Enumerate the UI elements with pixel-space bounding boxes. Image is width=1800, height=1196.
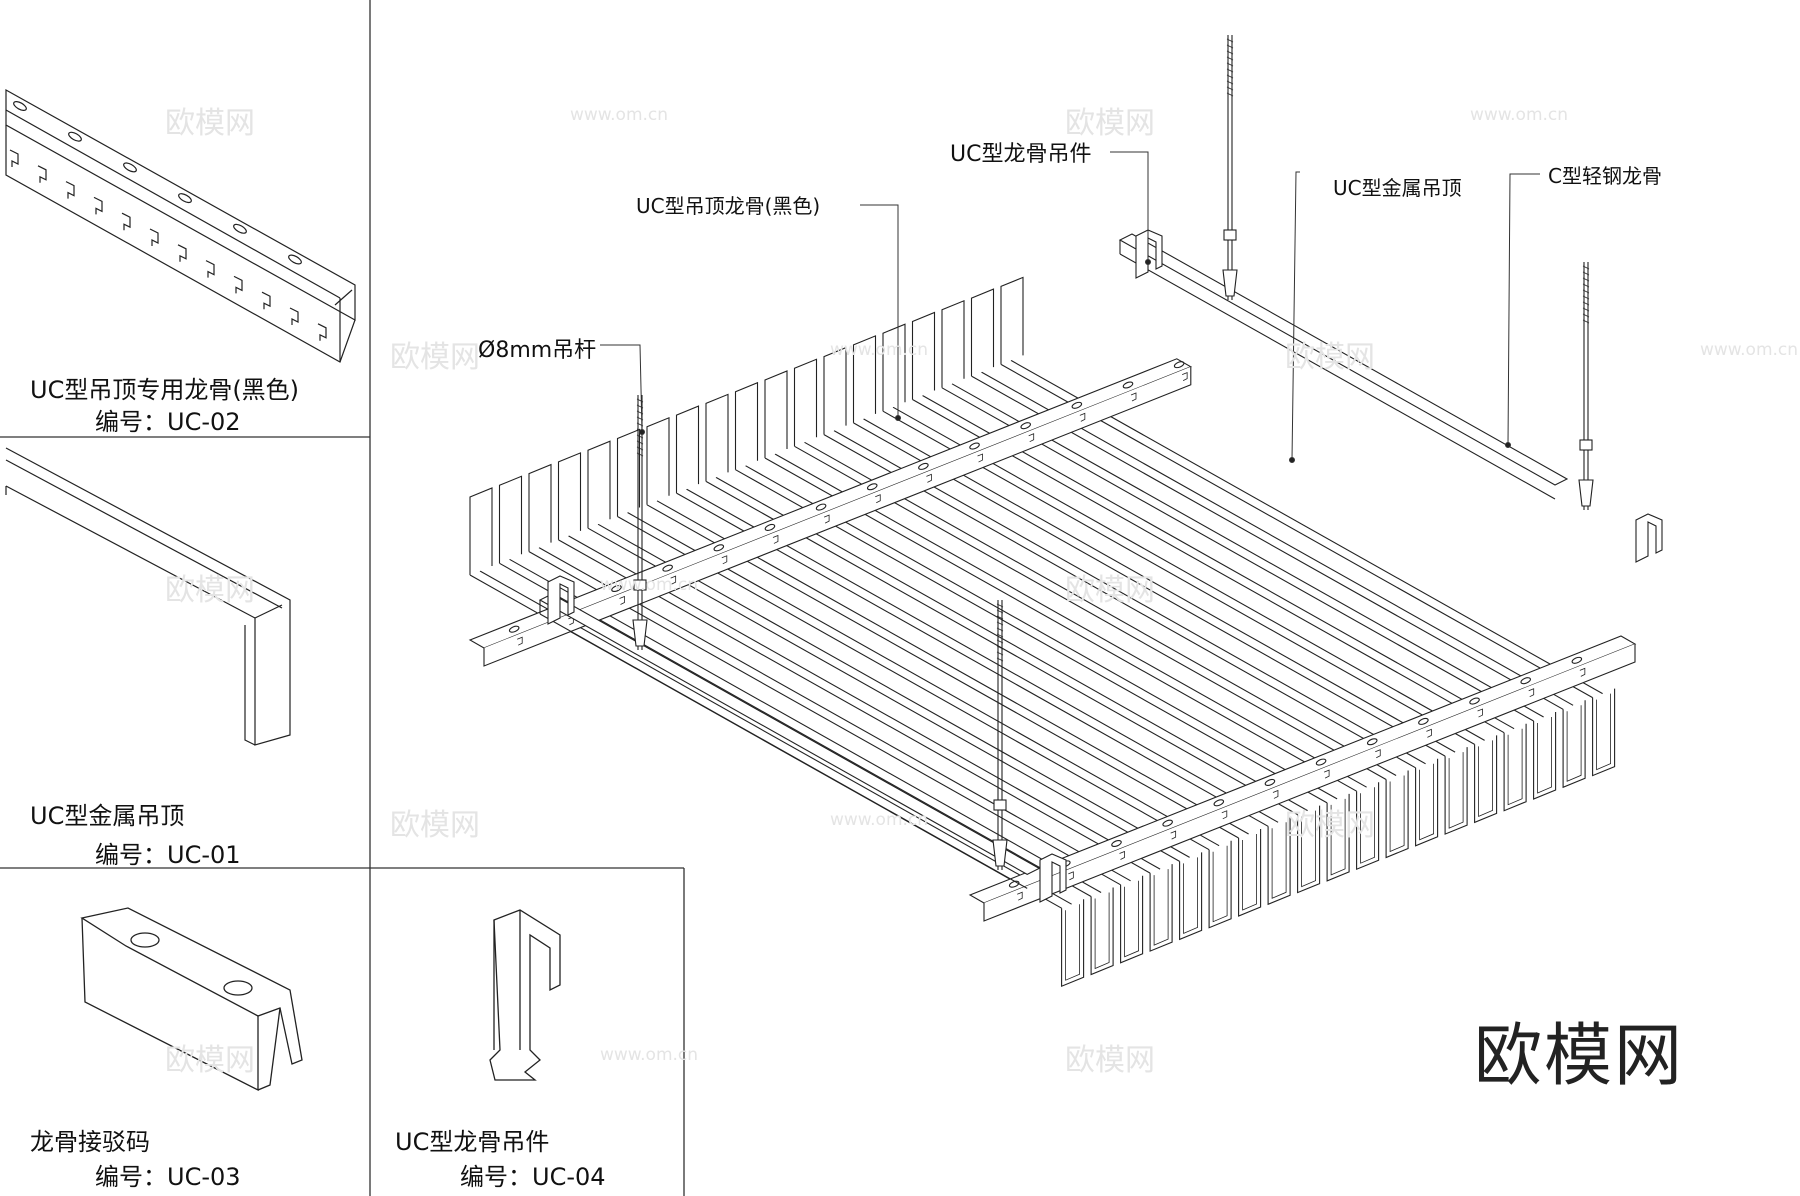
watermark-6: 欧模网: [1065, 573, 1155, 608]
uc03-title: 龙骨接驳码: [30, 1128, 150, 1156]
uc01-title: UC型金属吊顶: [30, 802, 185, 830]
ceiling-assembly: [468, 35, 1663, 988]
uc03-connector-drawing: [80, 907, 303, 1092]
watermark-1: 欧模网: [165, 106, 255, 141]
callout-hanger: UC型龙骨吊件: [950, 142, 1092, 167]
callout-metal-ceiling: UC型金属吊顶: [1333, 176, 1462, 200]
uc04-hanger-drawing: [489, 909, 561, 1081]
brand-logo-text: 欧模网: [1474, 1017, 1685, 1096]
watermark-url-4: www.om.cn: [1700, 340, 1799, 360]
watermark-3: 欧模网: [390, 340, 480, 375]
uc02-code: 编号：UC-02: [95, 408, 241, 436]
watermark-url-1: www.om.cn: [570, 105, 669, 125]
uc03-code: 编号：UC-03: [95, 1163, 241, 1191]
uc02-keel-drawing: [5, 88, 356, 363]
watermark-2: 欧模网: [1065, 106, 1155, 141]
watermark-4: 欧模网: [1285, 340, 1375, 375]
watermark-10: 欧模网: [1065, 1043, 1155, 1078]
uc02-title: UC型吊顶专用龙骨(黑色): [30, 376, 300, 404]
watermark-url-2: www.om.cn: [1470, 105, 1569, 125]
watermark-9: 欧模网: [165, 1043, 255, 1078]
uc04-title: UC型龙骨吊件: [395, 1128, 550, 1156]
watermark-url-7: www.om.cn: [830, 810, 929, 830]
callout-rod: Ø8mm吊杆: [478, 338, 597, 363]
watermark-url-5: www.om.cn: [600, 575, 699, 595]
callout-keel-black: UC型吊顶龙骨(黑色): [636, 194, 821, 218]
uc01-code: 编号：UC-01: [95, 841, 241, 869]
watermark-8: 欧模网: [1285, 808, 1375, 843]
leader-lines: [600, 151, 1540, 463]
watermark-7: 欧模网: [390, 808, 480, 843]
watermark-url-9: www.om.cn: [600, 1045, 699, 1065]
panel-frames: [0, 0, 685, 1196]
watermark-5: 欧模网: [165, 573, 255, 608]
callout-c-keel: C型轻钢龙骨: [1548, 164, 1662, 188]
uc01-channel-drawing: [5, 447, 291, 746]
uc04-code: 编号：UC-04: [460, 1163, 606, 1191]
watermark-url-3: www.om.cn: [830, 340, 929, 360]
